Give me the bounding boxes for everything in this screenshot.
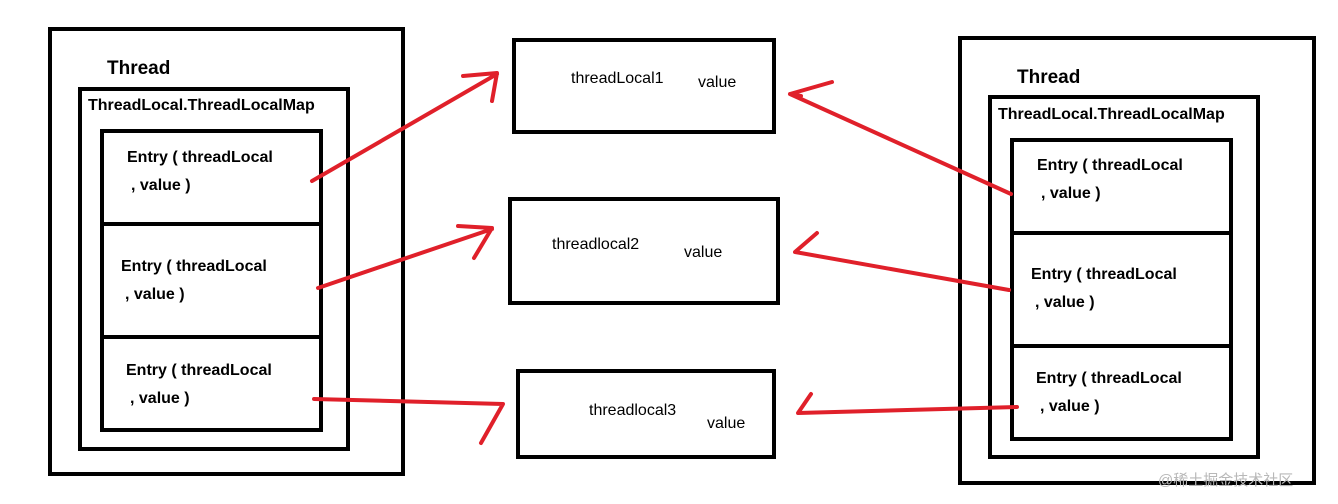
threadlocal2-box — [508, 197, 780, 305]
right-threadlocalmap-box — [988, 95, 1260, 459]
left-entry-divider-2 — [104, 335, 319, 339]
threadlocal1-value: value — [698, 74, 737, 91]
threadlocal1-box — [512, 38, 776, 134]
arrow-left-entry3-to-threadlocal3 — [312, 397, 505, 445]
left-entry-1-line2: , value ) — [131, 177, 191, 194]
right-threadlocalmap-label: ThreadLocal.ThreadLocalMap — [998, 106, 1225, 123]
right-thread-title: Thread — [1017, 67, 1081, 88]
left-entries-box — [100, 129, 323, 432]
left-thread-box — [48, 27, 405, 476]
right-entry-3-line1: Entry ( threadLocal — [1036, 370, 1182, 387]
left-thread-title: Thread — [107, 58, 171, 79]
threadlocal3-box — [516, 369, 776, 459]
threadlocal2-name: threadlocal2 — [552, 236, 640, 253]
arrow-left-entry2-to-threadlocal2 — [316, 224, 494, 290]
left-entry-1-line1: Entry ( threadLocal — [127, 149, 273, 166]
left-threadlocalmap-box — [78, 87, 350, 451]
right-entry-1-line2: , value ) — [1041, 185, 1101, 202]
right-entry-divider-2 — [1014, 344, 1229, 348]
left-entry-divider-1 — [104, 222, 319, 226]
right-entry-2-line2: , value ) — [1035, 294, 1095, 311]
right-entries-box — [1010, 138, 1233, 441]
left-entry-2-line2: , value ) — [125, 286, 185, 303]
threadlocal3-name: threadlocal3 — [589, 402, 677, 419]
arrow-left-entry1-to-threadlocal1 — [310, 71, 499, 183]
right-entry-1-line1: Entry ( threadLocal — [1037, 157, 1183, 174]
right-thread-box — [958, 36, 1316, 485]
right-entry-3-line2: , value ) — [1040, 398, 1100, 415]
right-entry-divider-1 — [1014, 231, 1229, 235]
left-entry-2-line1: Entry ( threadLocal — [121, 258, 267, 275]
watermark: @稀土掘金技术社区 — [1158, 472, 1294, 489]
arrow-right-entry1-to-threadlocal1 — [788, 80, 1013, 196]
threadlocal2-value: value — [684, 244, 723, 261]
threadlocal3-value: value — [707, 415, 746, 432]
arrow-right-entry2-to-threadlocal2 — [793, 231, 1011, 292]
left-entry-3-line2: , value ) — [130, 390, 190, 407]
left-entry-3-line1: Entry ( threadLocal — [126, 362, 272, 379]
left-threadlocalmap-label: ThreadLocal.ThreadLocalMap — [88, 97, 315, 114]
arrow-right-entry3-to-threadlocal3 — [796, 392, 1019, 415]
threadlocal1-name: threadLocal1 — [571, 70, 664, 87]
right-entry-2-line1: Entry ( threadLocal — [1031, 266, 1177, 283]
